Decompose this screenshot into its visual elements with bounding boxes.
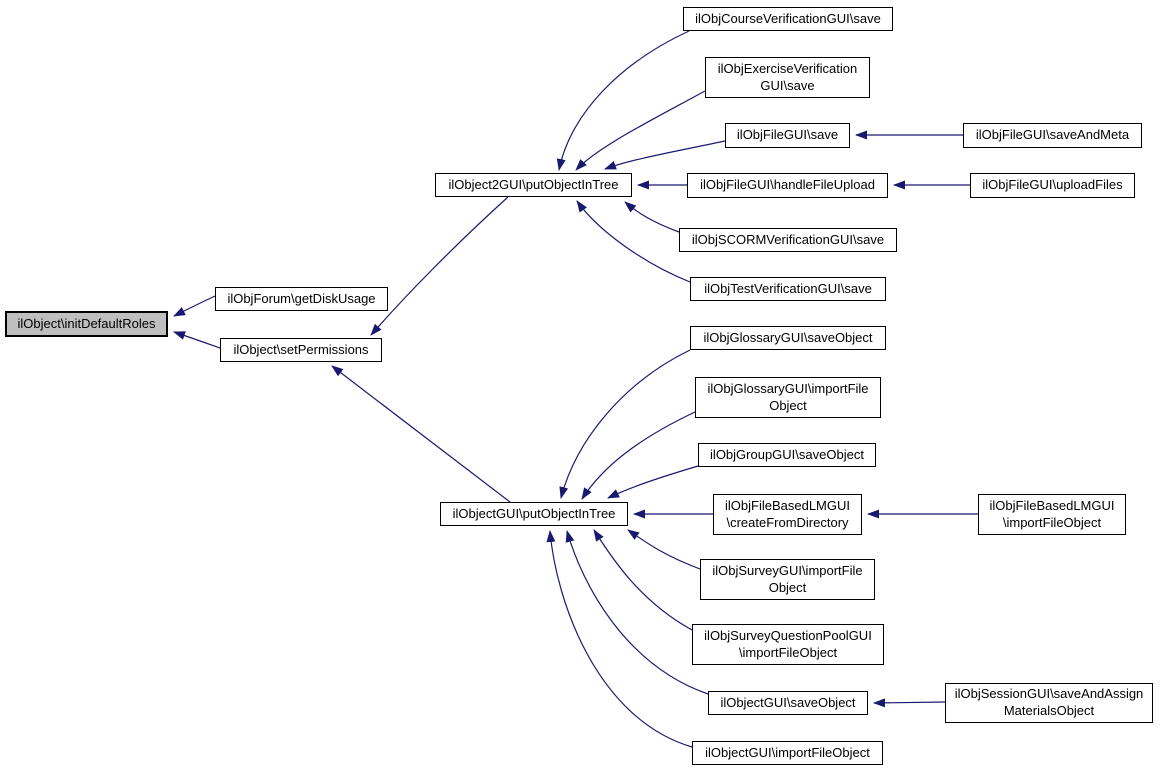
node-ilobject-setpermissions[interactable]: ilObject\setPermissions — [220, 338, 382, 362]
edge-ilobjexerciseverificationgui-save-to-ilobject2gui-putobjectintree — [575, 90, 706, 171]
edge-ilobjectgui-putobjectintree-to-ilobject-setpermissions — [331, 365, 511, 503]
node-ilobjfilegui-handlefileupload[interactable]: ilObjFileGUI\handleFileUpload — [687, 173, 888, 198]
node-ilobject2gui-putobjectintree[interactable]: ilObject2GUI\putObjectInTree — [435, 173, 632, 197]
edge-ilobjectgui-importfileobject-to-ilobjectgui-putobjectintree — [546, 530, 693, 748]
edge-ilobjglossarygui-importfileobject-to-ilobjectgui-putobjectintree — [581, 411, 696, 500]
edge-ilobjforum-getdiskusage-to-ilobject-initdefaultroles — [173, 295, 216, 317]
node-ilobjgroupgui-saveobject[interactable]: ilObjGroupGUI\saveObject — [698, 443, 876, 467]
edge-ilobject-setpermissions-to-ilobject-initdefaultroles — [173, 331, 221, 349]
edge-ilobjglossarygui-saveobject-to-ilobjectgui-putobjectintree — [559, 349, 691, 499]
node-ilobjfilegui-uploadfiles[interactable]: ilObjFileGUI\uploadFiles — [970, 173, 1135, 198]
edge-ilobjsurveyquestionpoolgui-importfileobject-to-ilobjectgui-putobjectintree — [593, 529, 693, 631]
node-ilobjglossarygui-saveobject[interactable]: ilObjGlossaryGUI\saveObject — [690, 326, 886, 350]
edge-ilobjsurveygui-importfileobject-to-ilobjectgui-putobjectintree — [627, 529, 701, 570]
node-ilobjfilebasedlmgui-importfileobject[interactable]: ilObjFileBasedLMGUI \importFileObject — [978, 494, 1126, 535]
edge-ilobjcourseverificationgui-save-to-ilobject2gui-putobjectintree — [556, 30, 690, 171]
edge-ilobjscormverificationgui-save-to-ilobject2gui-putobjectintree — [624, 201, 680, 233]
node-ilobjectgui-saveobject[interactable]: ilObjectGUI\saveObject — [708, 691, 868, 715]
edge-ilobjtestverificationgui-save-to-ilobject2gui-putobjectintree — [576, 200, 691, 283]
node-ilobjcourseverificationgui-save[interactable]: ilObjCourseVerificationGUI\save — [683, 7, 893, 31]
node-ilobjglossarygui-importfileobject[interactable]: ilObjGlossaryGUI\importFile Object — [695, 377, 881, 418]
node-ilobjscormverificationgui-save[interactable]: ilObjSCORMVerificationGUI\save — [679, 228, 897, 252]
edge-ilobject2gui-putobjectintree-to-ilobject-setpermissions — [370, 196, 509, 336]
node-ilobjfilebasedlmgui-createfromdirectory[interactable]: ilObjFileBasedLMGUI \createFromDirectory — [713, 494, 862, 535]
edge-ilobjsessiongui-saveandassignmaterialsobject-to-ilobjectgui-saveobject — [873, 698, 946, 708]
node-ilobjforum-getdiskusage[interactable]: ilObjForum\getDiskUsage — [215, 287, 388, 311]
node-ilobjtestverificationgui-save[interactable]: ilObjTestVerificationGUI\save — [690, 277, 886, 301]
edge-ilobjectgui-saveobject-to-ilobjectgui-putobjectintree — [565, 530, 709, 695]
node-ilobjfilegui-save[interactable]: ilObjFileGUI\save — [725, 123, 850, 148]
edge-ilobjfilegui-save-to-ilobject2gui-putobjectintree — [604, 140, 726, 170]
node-ilobjectgui-putobjectintree[interactable]: ilObjectGUI\putObjectInTree — [440, 502, 628, 526]
node-ilobjectgui-importfileobject[interactable]: ilObjectGUI\importFileObject — [692, 741, 883, 765]
node-ilobjsessiongui-saveandassignmaterialsobject[interactable]: ilObjSessionGUI\saveAndAssign MaterialsO… — [945, 683, 1153, 723]
edge-ilobjgroupgui-saveobject-to-ilobjectgui-putobjectintree — [607, 465, 699, 499]
node-ilobject-initdefaultroles: ilObject\initDefaultRoles — [5, 311, 168, 337]
node-ilobjfilegui-saveandmeta[interactable]: ilObjFileGUI\saveAndMeta — [963, 123, 1142, 148]
node-ilobjsurveyquestionpoolgui-importfileobject[interactable]: ilObjSurveyQuestionPoolGUI \importFileOb… — [692, 624, 884, 665]
node-ilobjsurveygui-importfileobject[interactable]: ilObjSurveyGUI\importFile Object — [700, 559, 875, 600]
node-ilobjexerciseverificationgui-save[interactable]: ilObjExerciseVerification GUI\save — [705, 57, 870, 98]
